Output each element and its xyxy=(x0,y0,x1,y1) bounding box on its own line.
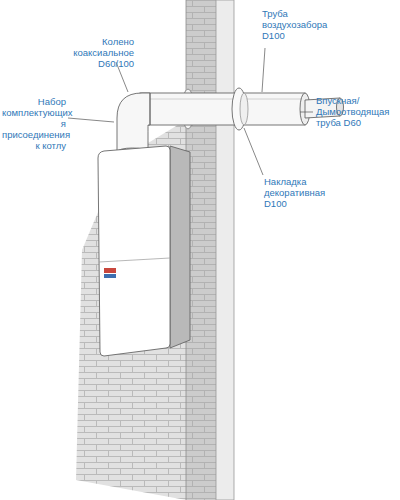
brick-wall xyxy=(76,120,186,500)
wall-front xyxy=(186,0,216,500)
callout-label: Колено коаксиальное D60/100 xyxy=(62,36,134,69)
wall-shade xyxy=(186,0,216,500)
callout-label: Набор комплектующих я присоединения к ко… xyxy=(2,96,66,151)
boiler-side xyxy=(170,146,190,348)
boiler-logo xyxy=(104,268,116,273)
coaxial-elbow xyxy=(117,93,150,152)
callout-label: Накладка декоративная D100 xyxy=(264,176,346,209)
air-pipe-d100 xyxy=(140,93,305,125)
callout-label: Впускная/ Дымоотводящая труба D60 xyxy=(316,95,398,128)
callout-label: Труба воздухозабора D100 xyxy=(262,8,338,41)
wall-side xyxy=(216,0,234,500)
boiler-front xyxy=(98,146,170,356)
